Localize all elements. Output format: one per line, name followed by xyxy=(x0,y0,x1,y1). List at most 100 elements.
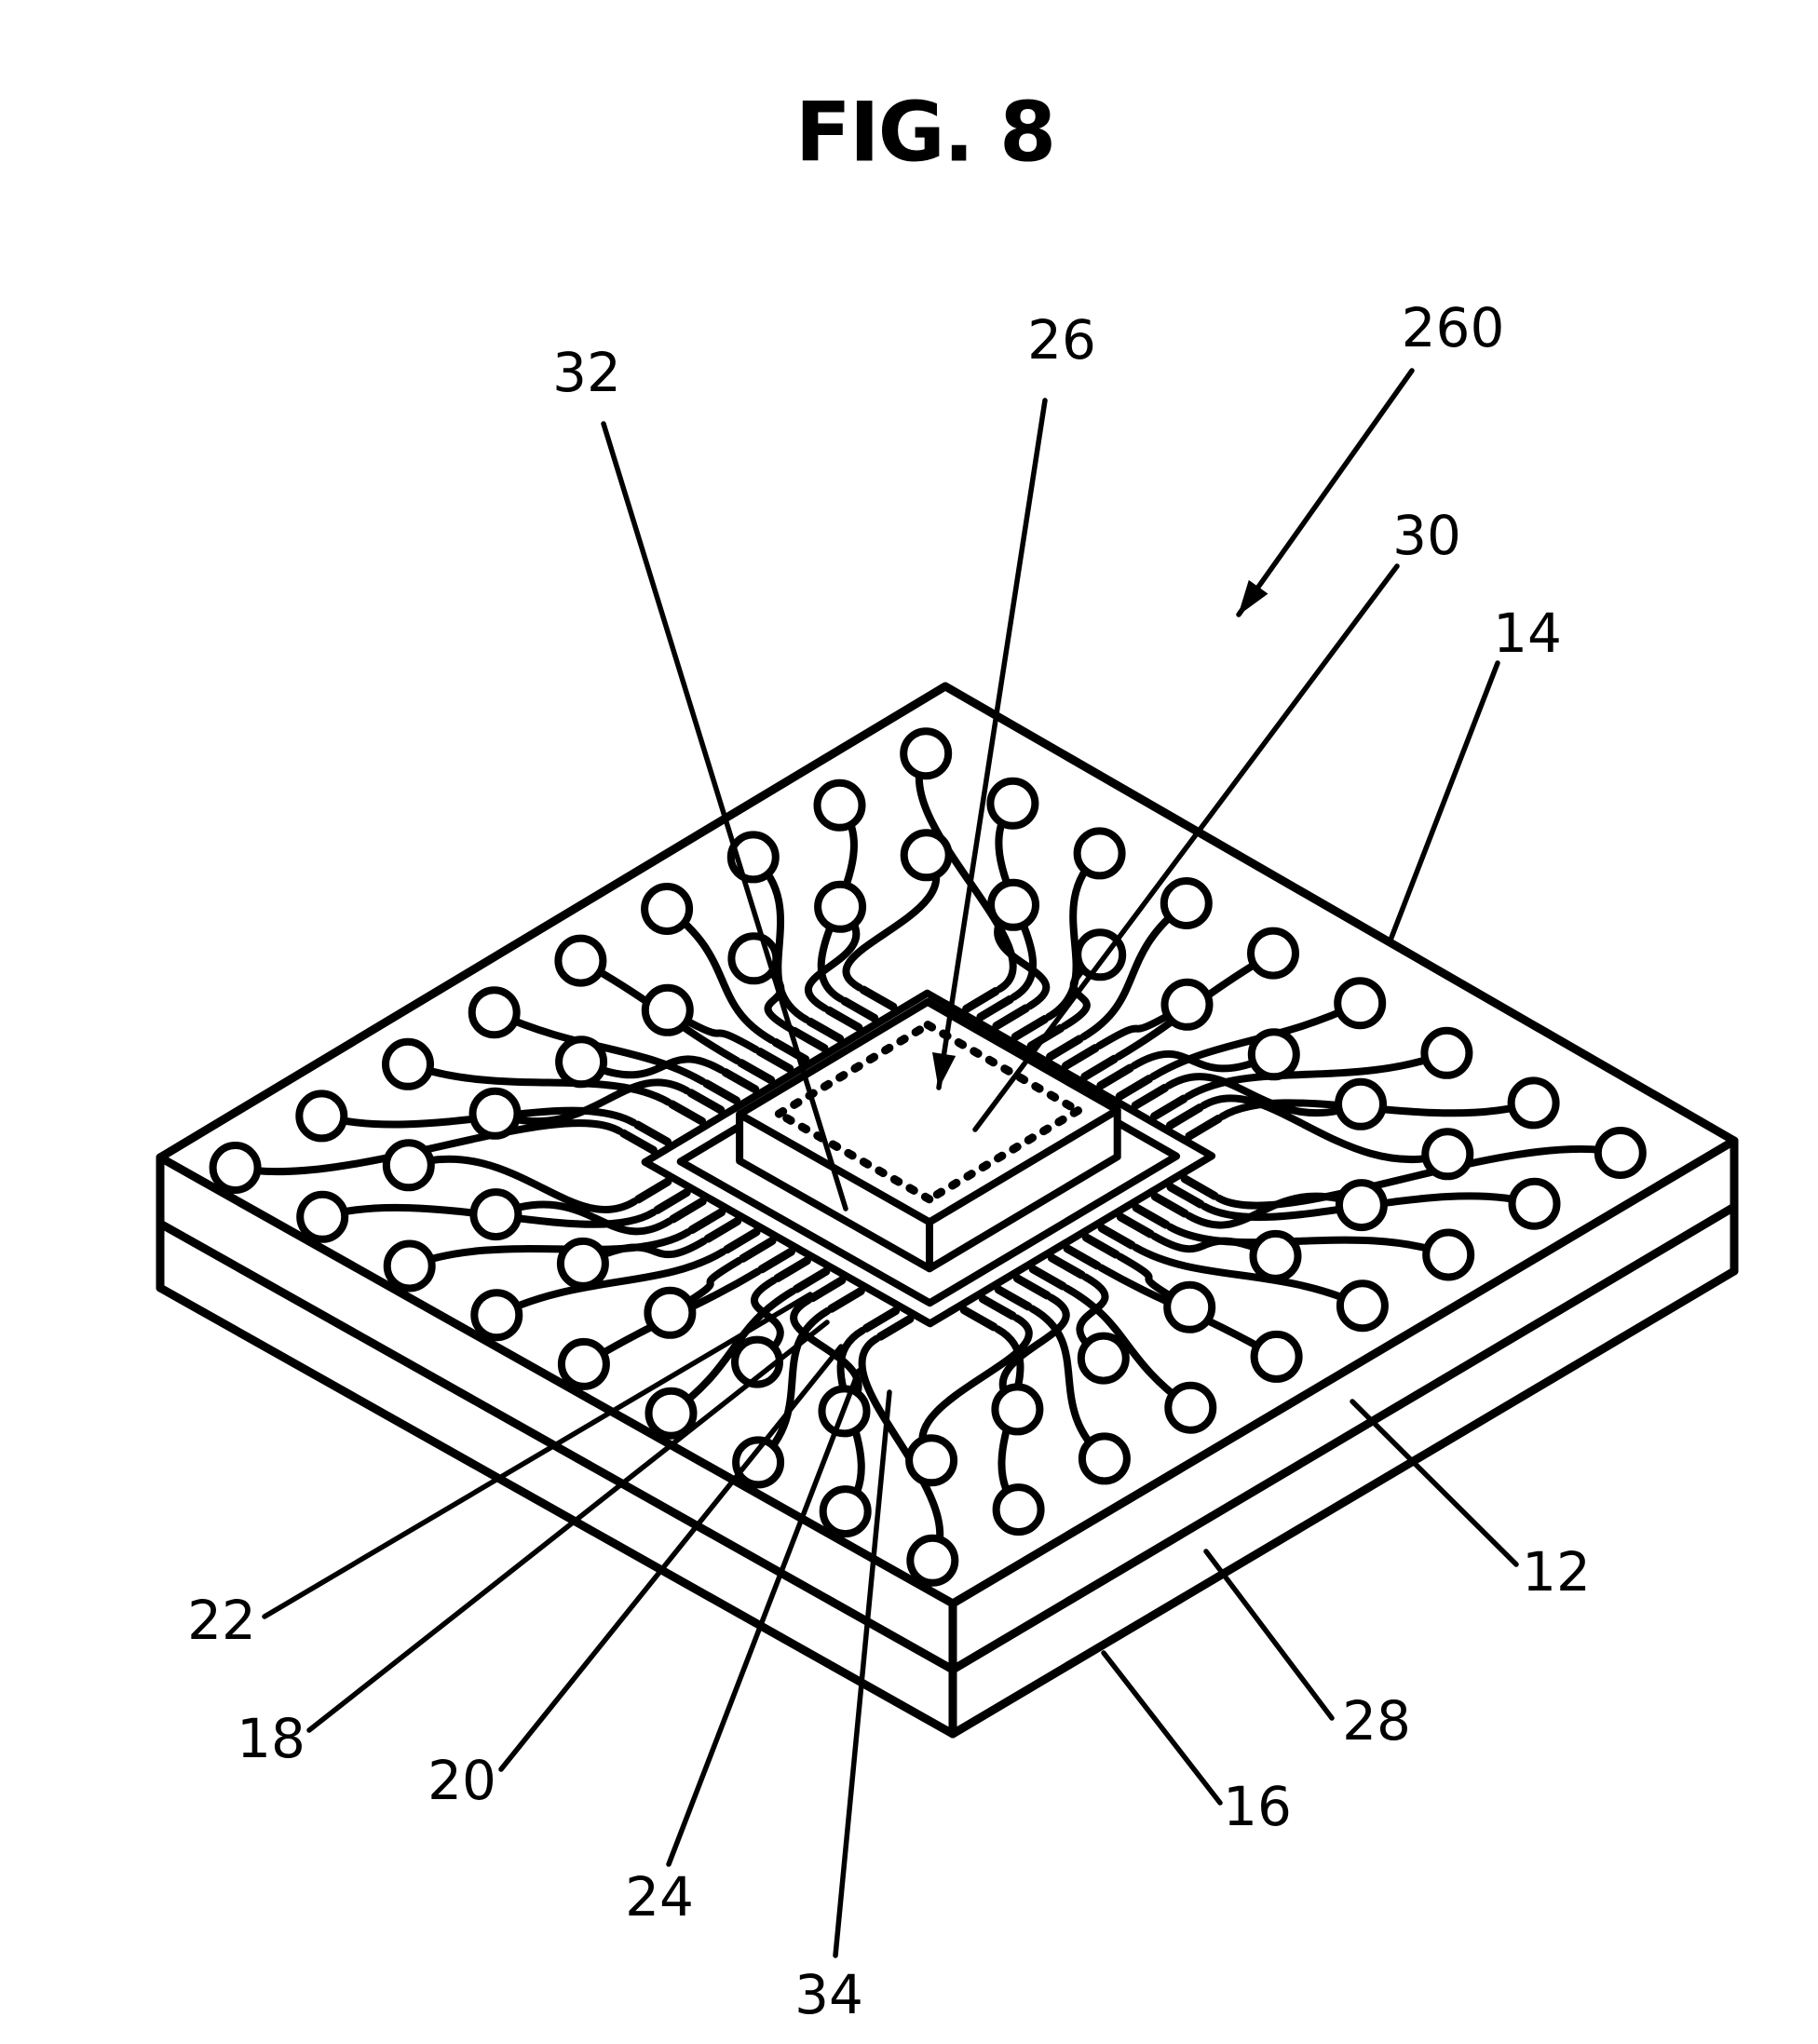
bond-finger xyxy=(1080,1054,1119,1081)
bond-finger xyxy=(827,1286,865,1313)
trace xyxy=(1095,1000,1191,1050)
bond-finger xyxy=(862,1306,901,1333)
pad-circle xyxy=(906,1534,959,1587)
board-bottom-left-edge xyxy=(156,1283,957,1739)
trace xyxy=(754,1306,832,1467)
die-bond-pad-row xyxy=(923,1021,1082,1116)
pad-circle xyxy=(1247,927,1299,980)
bond-finger xyxy=(992,1004,1030,1031)
pad-circle xyxy=(644,1286,697,1339)
pad-circle xyxy=(470,1289,523,1342)
bond-finger xyxy=(1061,1044,1100,1070)
pad-circle xyxy=(1073,827,1126,880)
pad-circle xyxy=(1508,1177,1561,1230)
leader-line-34 xyxy=(833,1389,892,1958)
pad-circle xyxy=(1422,1228,1475,1281)
trace xyxy=(663,905,776,1044)
pad-circle xyxy=(1160,978,1214,1031)
reference-numeral-26: 26 xyxy=(1027,308,1096,372)
pad-circle xyxy=(1335,1179,1388,1232)
trace xyxy=(231,1119,624,1176)
pad-circle xyxy=(905,1434,958,1487)
bond-finger xyxy=(840,996,879,1022)
reference-numeral-24: 24 xyxy=(625,1865,694,1929)
trace xyxy=(667,1287,797,1417)
bond-finger xyxy=(1012,1274,1051,1300)
bond-finger xyxy=(806,1017,845,1043)
trace xyxy=(1200,1094,1452,1164)
pad-circle xyxy=(296,1190,349,1243)
pad-circle xyxy=(1163,1280,1216,1333)
pad-circle xyxy=(468,1087,522,1140)
reference-numeral-28: 28 xyxy=(1342,1689,1411,1753)
reference-numeral-30: 30 xyxy=(1392,504,1461,567)
trace xyxy=(404,1155,639,1214)
bond-finger xyxy=(790,1026,829,1052)
reference-numeral-14: 14 xyxy=(1493,602,1562,665)
pad-circle xyxy=(900,829,953,882)
leader-line-14 xyxy=(1387,660,1500,945)
reference-numeral-32: 32 xyxy=(552,341,621,404)
pad-circle xyxy=(1250,1330,1303,1383)
bond-finger xyxy=(1149,1094,1188,1121)
bond-finger xyxy=(976,995,1014,1022)
bond-finger xyxy=(1116,1212,1155,1239)
trace xyxy=(493,1248,727,1320)
leader-line-12 xyxy=(1350,1399,1519,1567)
reference-numeral-18: 18 xyxy=(237,1707,305,1770)
pad-circle xyxy=(468,986,521,1039)
pad-circle xyxy=(991,1383,1044,1436)
bond-finger xyxy=(773,1256,811,1283)
trace xyxy=(663,1006,760,1054)
pad-circle xyxy=(1336,1279,1389,1333)
die-bond-pad-row xyxy=(774,1109,934,1204)
pad-circle xyxy=(1421,1128,1474,1181)
bond-finger xyxy=(824,1006,863,1032)
pad-circle xyxy=(644,1387,698,1440)
bond-finger xyxy=(739,1237,777,1263)
trace xyxy=(1148,999,1364,1081)
trace xyxy=(1044,849,1104,1022)
leader-line-24 xyxy=(666,1368,862,1867)
trace xyxy=(1028,1305,1108,1463)
pad-circle xyxy=(557,1337,610,1390)
trace xyxy=(1063,1284,1195,1412)
pad-circle xyxy=(469,1188,522,1241)
pad-circle xyxy=(1078,1432,1131,1485)
pad-circle xyxy=(1247,1028,1300,1081)
reference-numeral-12: 12 xyxy=(1522,1540,1591,1604)
trace xyxy=(1116,1252,1194,1311)
pad-circle xyxy=(1507,1076,1560,1130)
pad-circle xyxy=(1077,1332,1130,1385)
leader-line-16 xyxy=(1101,1650,1223,1806)
trace xyxy=(858,1334,944,1564)
leader-line-30 xyxy=(972,563,1400,1132)
board-bottom-right-edge xyxy=(948,1266,1739,1739)
pad-circle xyxy=(814,880,867,933)
bond-finger xyxy=(737,1059,776,1085)
bond-finger xyxy=(1081,1233,1120,1259)
pad-circle xyxy=(641,983,694,1036)
bond-finger xyxy=(723,1227,761,1254)
trace xyxy=(1130,1049,1278,1073)
bond-finger xyxy=(721,1068,760,1094)
bond-finger xyxy=(619,1129,658,1155)
trace xyxy=(578,1237,708,1267)
bond-finger xyxy=(1046,1035,1084,1062)
pad-circle xyxy=(1164,1381,1217,1434)
trace xyxy=(1132,1243,1366,1310)
trace xyxy=(490,1008,707,1086)
arrowhead-26 xyxy=(931,1051,956,1090)
pad-circle xyxy=(813,778,866,832)
bond-finger xyxy=(1132,1203,1171,1229)
bond-finger xyxy=(757,1247,795,1274)
die-bond-pad-row xyxy=(774,1021,932,1118)
leader-line-18 xyxy=(306,1320,830,1733)
bond-finger xyxy=(1063,1244,1102,1270)
bond-finger xyxy=(687,1208,726,1235)
reference-numeral-22: 22 xyxy=(187,1589,256,1652)
pad-circle xyxy=(1420,1026,1473,1079)
leader-line-22 xyxy=(262,1292,813,1619)
bond-finger xyxy=(994,1285,1033,1311)
